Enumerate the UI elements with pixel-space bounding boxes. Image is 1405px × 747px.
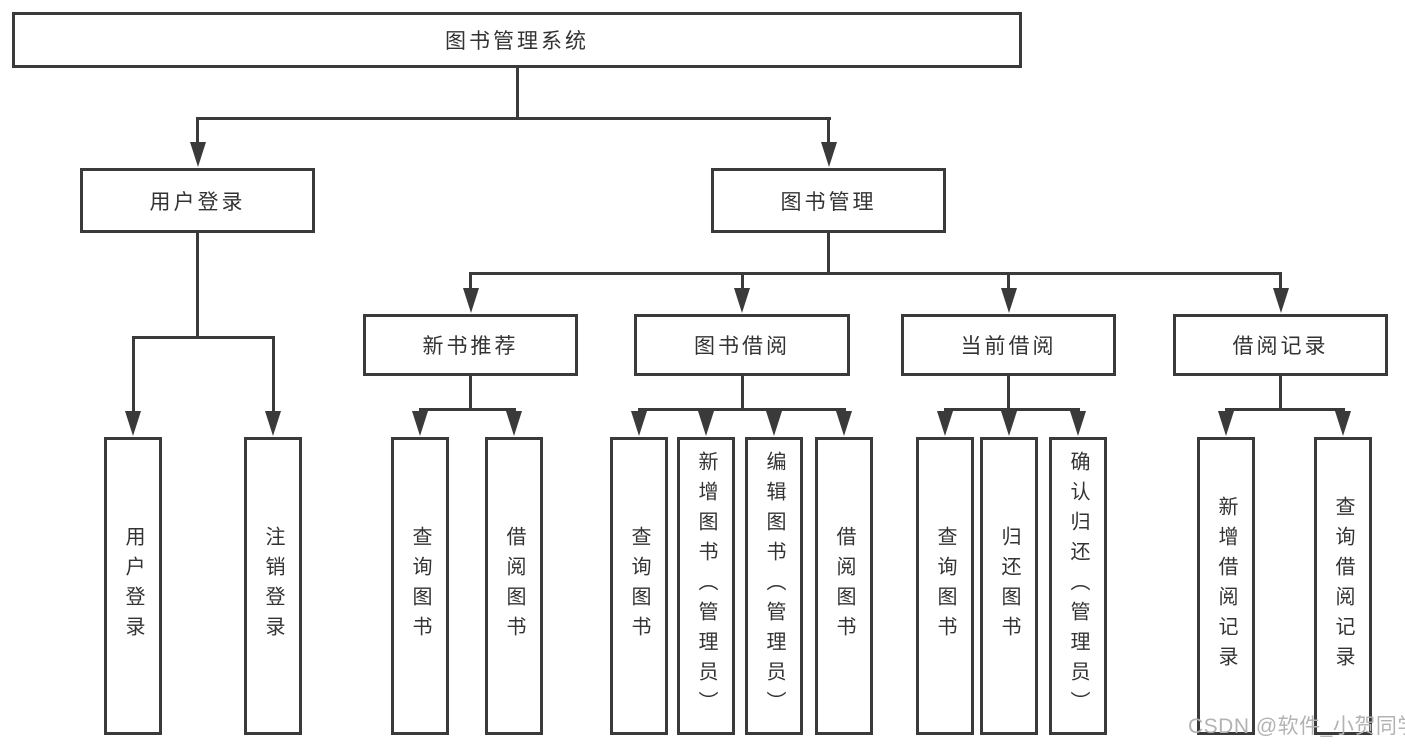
node-user-login: 用户登录 xyxy=(80,168,315,233)
arrow-down-icon xyxy=(189,142,206,167)
arrow-down-icon xyxy=(1070,411,1086,436)
node-library-management-system: 图书管理系统 xyxy=(12,12,1022,68)
arrow-down-icon xyxy=(1218,411,1234,436)
connector-line xyxy=(1007,275,1010,290)
arrow-down-icon xyxy=(265,411,281,436)
leaf-add-books-admin: 新增图书（管理员） xyxy=(677,437,735,735)
arrow-down-icon xyxy=(1335,411,1351,436)
leaf-label: 查询图书 xyxy=(409,526,431,646)
leaf-user-login: 用户登录 xyxy=(104,437,162,735)
node-label: 图书管理系统 xyxy=(445,30,589,53)
connector-line xyxy=(740,275,744,290)
arrow-down-icon xyxy=(462,288,479,313)
connector-line xyxy=(740,376,744,410)
leaf-label: 借阅图书 xyxy=(503,526,525,646)
leaf-label: 编辑图书（管理员） xyxy=(763,451,785,721)
leaf-label: 查询借阅记录 xyxy=(1332,496,1354,676)
leaf-borrow-books: 借阅图书 xyxy=(485,437,543,735)
connector-line xyxy=(637,408,846,411)
connector-line xyxy=(196,233,199,337)
leaf-label: 确认归还（管理员） xyxy=(1067,451,1089,721)
leaf-label: 借阅图书 xyxy=(833,526,855,646)
node-label: 图书借阅 xyxy=(694,335,790,358)
arrow-down-icon xyxy=(698,411,714,436)
leaf-label: 新增图书（管理员） xyxy=(695,451,717,721)
leaf-query-books: 查询图书 xyxy=(916,437,974,735)
node-book-borrow: 图书借阅 xyxy=(634,314,850,376)
arrow-down-icon xyxy=(734,288,750,313)
arrow-down-icon xyxy=(1272,288,1289,313)
arrow-down-icon xyxy=(766,411,782,436)
connector-line xyxy=(271,339,275,413)
watermark: CSDN @软件_小贺同学 xyxy=(1188,715,1405,738)
arrow-down-icon xyxy=(836,411,852,436)
connector-line xyxy=(131,339,135,413)
connector-line xyxy=(131,336,275,339)
node-label: 用户登录 xyxy=(149,190,246,214)
connector-line xyxy=(469,376,472,410)
arrow-down-icon xyxy=(1000,288,1017,313)
connector-line xyxy=(469,275,472,290)
leaf-label: 查询图书 xyxy=(628,526,650,646)
node-label: 借阅记录 xyxy=(1232,335,1329,358)
connector-line xyxy=(469,272,1282,275)
leaf-label: 查询图书 xyxy=(934,526,956,646)
connector-line xyxy=(196,117,831,120)
node-borrow-records: 借阅记录 xyxy=(1173,314,1388,376)
node-label: 当前借阅 xyxy=(960,335,1057,358)
arrow-down-icon xyxy=(412,411,428,436)
leaf-borrow-books: 借阅图书 xyxy=(815,437,873,735)
node-label: 图书管理 xyxy=(780,190,877,214)
leaf-return-books: 归还图书 xyxy=(980,437,1038,735)
connector-line xyxy=(515,68,519,119)
leaf-label: 归还图书 xyxy=(998,526,1020,646)
connector-line xyxy=(1279,376,1282,410)
node-label: 新书推荐 xyxy=(422,335,519,358)
arrow-down-icon xyxy=(820,142,837,167)
arrow-down-icon xyxy=(125,411,141,436)
node-current-borrow: 当前借阅 xyxy=(901,314,1116,376)
arrow-down-icon xyxy=(506,411,522,436)
node-new-book-recommend: 新书推荐 xyxy=(363,314,578,376)
connector-line xyxy=(418,408,516,411)
connector-line xyxy=(1279,275,1282,290)
connector-line xyxy=(827,120,830,144)
leaf-label: 注销登录 xyxy=(262,526,284,646)
leaf-label: 新增借阅记录 xyxy=(1215,496,1237,676)
connector-line xyxy=(196,120,199,144)
leaf-query-books: 查询图书 xyxy=(610,437,668,735)
connector-line xyxy=(827,233,830,274)
leaf-edit-books-admin: 编辑图书（管理员） xyxy=(745,437,803,735)
leaf-label: 用户登录 xyxy=(122,526,144,646)
connector-line xyxy=(1007,376,1010,410)
connector-line xyxy=(943,408,1080,411)
arrow-down-icon xyxy=(937,411,953,436)
leaf-query-borrow-record: 查询借阅记录 xyxy=(1314,437,1372,735)
node-book-management: 图书管理 xyxy=(711,168,946,233)
connector-line xyxy=(1224,408,1345,411)
leaf-logout: 注销登录 xyxy=(244,437,302,735)
leaf-confirm-return-admin: 确认归还（管理员） xyxy=(1049,437,1107,735)
leaf-add-borrow-record: 新增借阅记录 xyxy=(1197,437,1255,735)
arrow-down-icon xyxy=(1001,411,1017,436)
arrow-down-icon xyxy=(631,411,647,436)
leaf-query-books: 查询图书 xyxy=(391,437,449,735)
